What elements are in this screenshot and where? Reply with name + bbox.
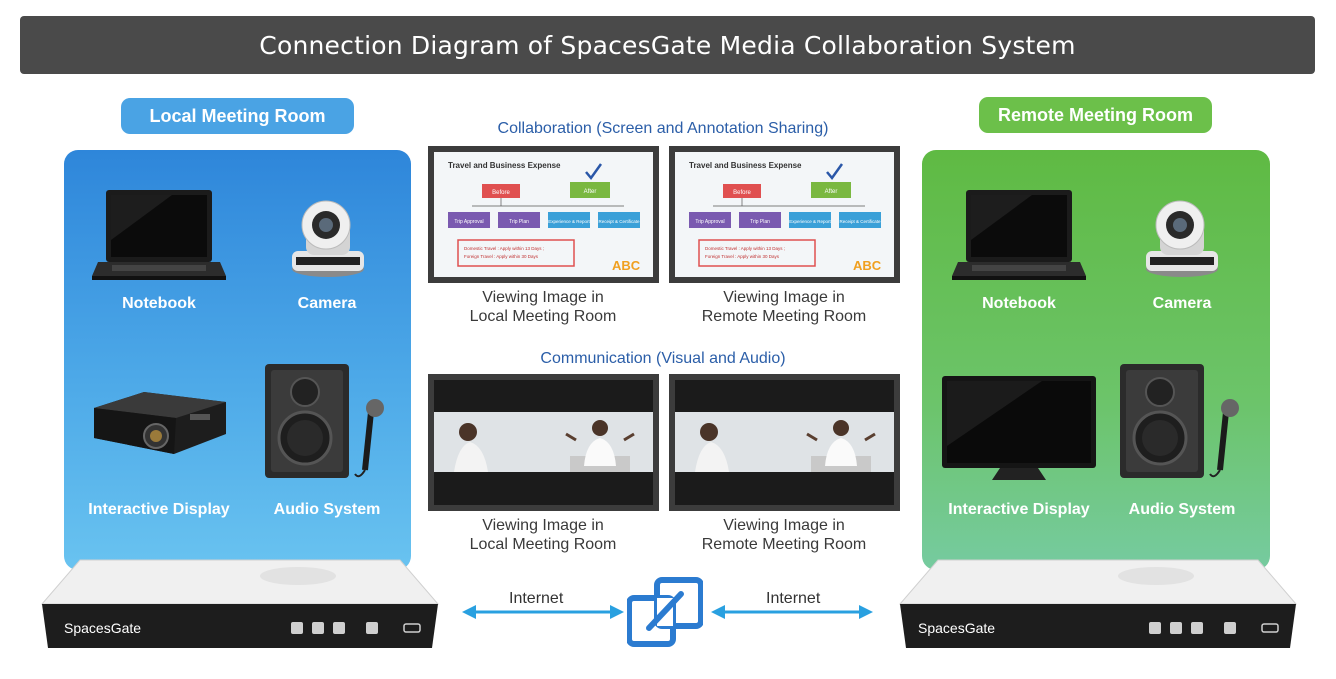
remote-room-title: Remote Meeting Room — [979, 97, 1212, 133]
remote-camera-label: Camera — [1152, 295, 1212, 312]
caption-line: Viewing Image in — [482, 289, 604, 306]
caption-line: Local Meeting Room — [469, 308, 617, 325]
double-arrow-icon — [462, 605, 624, 619]
local-box-brand: SpacesGate — [64, 620, 142, 636]
local-camera-label: Camera — [297, 295, 357, 312]
slide-note: Foreign Travel : Apply within 30 Days — [464, 254, 539, 259]
remote-display-label: Interactive Display — [948, 501, 1090, 518]
notebook-icon — [92, 190, 226, 280]
slide-step: Experience & Report — [548, 219, 590, 224]
caption-line: Local Meeting Room — [469, 536, 617, 553]
video-call-image — [434, 380, 653, 505]
slide-logo: ABC — [853, 258, 882, 273]
remote-box-brand: SpacesGate — [918, 620, 996, 636]
caption-line: Viewing Image in — [723, 517, 845, 534]
caption-line: Remote Meeting Room — [701, 536, 867, 553]
speaker-icon — [265, 364, 384, 478]
notebook-icon — [952, 190, 1086, 280]
comm-caption-local: Viewing Image in Local Meeting Room — [423, 516, 663, 554]
collaboration-heading: Collaboration (Screen and Annotation Sha… — [497, 120, 829, 137]
caption-line: Viewing Image in — [723, 289, 845, 306]
slide-after-box: After — [584, 189, 597, 195]
slide-note: Domestic Travel : Apply within 13 Days ; — [705, 246, 785, 251]
slide-step: Receipt & Certificate — [598, 219, 640, 224]
slide-before-box: Before — [492, 190, 510, 196]
internet-label-left: Internet — [509, 590, 564, 607]
check-icon — [585, 163, 603, 181]
caption-line: Remote Meeting Room — [701, 308, 867, 325]
slide-title: Travel and Business Expense — [689, 161, 802, 170]
slide-step: Trip Approval — [695, 219, 724, 225]
local-display-label: Interactive Display — [88, 501, 230, 518]
diagram-title: Connection Diagram of SpacesGate Media C… — [20, 16, 1315, 74]
slide-title: Travel and Business Expense — [448, 161, 561, 170]
slide-image: Travel and Business Expense Before After… — [434, 152, 653, 277]
remote-audio-label: Audio System — [1128, 501, 1236, 518]
caption-line: Viewing Image in — [482, 517, 604, 534]
slide-note: Foreign Travel : Apply within 30 Days — [705, 254, 780, 259]
slide-step: Trip Approval — [454, 219, 483, 225]
remote-notebook-label: Notebook — [982, 295, 1056, 312]
local-notebook-label: Notebook — [122, 295, 196, 312]
slide-step: Experience & Report — [789, 219, 831, 224]
local-audio-label: Audio System — [273, 501, 381, 518]
collab-caption-remote: Viewing Image in Remote Meeting Room — [664, 288, 904, 326]
check-icon — [826, 163, 844, 181]
slide-logo: ABC — [612, 258, 641, 273]
slide-before-box: Before — [733, 190, 751, 196]
slide-image: Travel and Business Expense Before After… — [675, 152, 894, 277]
video-screen-remote — [669, 374, 900, 511]
slide-note: Domestic Travel : Apply within 13 Days ; — [464, 246, 544, 251]
link-icon — [627, 577, 703, 647]
collab-caption-local: Viewing Image in Local Meeting Room — [423, 288, 663, 326]
communication-heading: Communication (Visual and Audio) — [540, 350, 786, 367]
slide-step: Receipt & Certificate — [839, 219, 881, 224]
video-call-image — [675, 380, 894, 505]
local-room-title: Local Meeting Room — [121, 98, 354, 134]
collab-screen-local: Travel and Business Expense Before After… — [428, 146, 659, 283]
camera-icon — [1146, 200, 1218, 277]
spacesgate-box-remote — [898, 559, 1298, 648]
speaker-icon — [1120, 364, 1239, 478]
slide-step: Trip Plan — [750, 219, 770, 225]
internet-label-right: Internet — [766, 590, 821, 607]
comm-caption-remote: Viewing Image in Remote Meeting Room — [664, 516, 904, 554]
collab-screen-remote: Travel and Business Expense Before After… — [669, 146, 900, 283]
double-arrow-icon — [711, 605, 873, 619]
slide-step: Trip Plan — [509, 219, 529, 225]
camera-icon — [292, 200, 364, 277]
spacesgate-box-local — [40, 559, 440, 648]
projector-icon — [94, 392, 226, 454]
tv-icon — [942, 376, 1096, 480]
slide-after-box: After — [825, 189, 838, 195]
video-screen-local — [428, 374, 659, 511]
